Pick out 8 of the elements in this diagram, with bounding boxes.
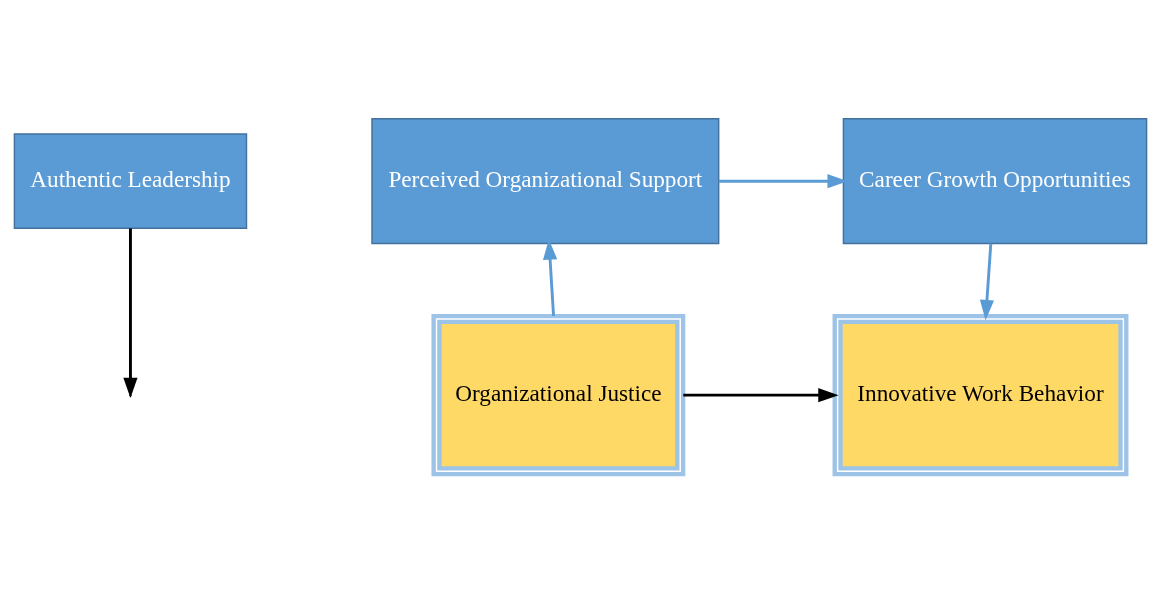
node-box: Career Growth Opportunities [842,117,1148,244]
node-box: Authentic Leadership [13,132,248,229]
node-box: Innovative Work Behavior [832,313,1129,476]
node-box: Perceived Organizational Support [371,117,720,244]
node-box: Organizational Justice [431,313,686,476]
arrow [683,387,839,402]
arrow [718,173,848,188]
arrow [979,243,995,320]
